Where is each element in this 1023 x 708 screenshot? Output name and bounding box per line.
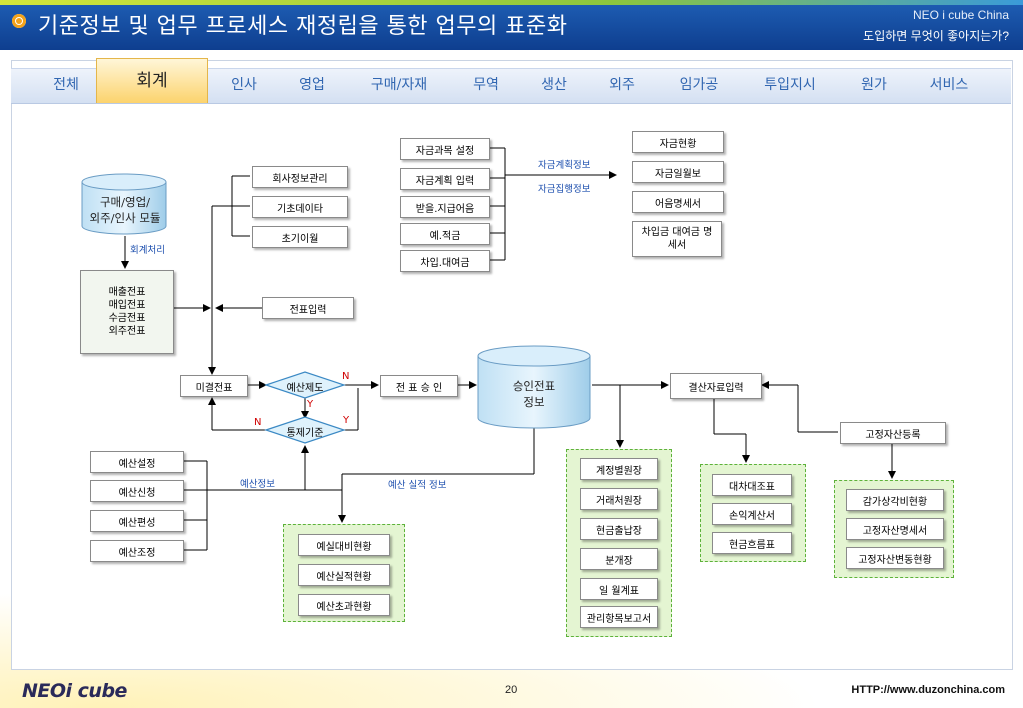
base-data-node[interactable]: 기초데이타	[252, 196, 348, 218]
tab-purchase[interactable]: 구매/자재	[370, 77, 428, 93]
slip-purchase: 매입전표	[108, 300, 146, 311]
notes-statement-node[interactable]: 어음명세서	[632, 191, 724, 213]
title-bullet-icon	[12, 14, 26, 28]
budget-actual-label: 예산 실적 정보	[388, 480, 447, 491]
source-db-line1: 구매/영업/	[99, 195, 151, 209]
tab-hr[interactable]: 인사	[231, 77, 257, 93]
closing-input-node[interactable]: 결산자료입력	[670, 373, 762, 399]
tab-trade[interactable]: 무역	[473, 77, 499, 93]
flag-n-top: N	[342, 371, 350, 382]
tab-processing[interactable]: 임가공	[679, 77, 719, 93]
slip-collection: 수금전표	[108, 313, 146, 324]
notes-node[interactable]: 받을.지급어음	[400, 196, 490, 218]
page-subtitle: 도입하면 무엇이 좋아지는가?	[863, 29, 1009, 43]
slip-input-node[interactable]: 전표입력	[262, 297, 354, 319]
loans-node[interactable]: 차입.대여금	[400, 250, 490, 272]
product-name: NEO i cube China	[912, 8, 1009, 22]
fund-plan-info-label: 자금계획정보	[538, 160, 591, 171]
edge-label-accounting: 회계처리	[130, 245, 165, 256]
fixed-asset-change-node[interactable]: 고정자산변동현황	[846, 547, 944, 569]
budget-setup-node[interactable]: 예산설정	[90, 451, 184, 473]
fund-daily-node[interactable]: 자금일월보	[632, 161, 724, 183]
slip-sales: 매출전표	[108, 287, 146, 298]
budget-request-node[interactable]: 예산신청	[90, 480, 184, 502]
approved-db-line1: 승인전표	[512, 379, 556, 393]
approved-db-line2: 정보	[523, 395, 545, 409]
tab-accounting[interactable]: 회계	[96, 58, 208, 103]
tab-outsourcing[interactable]: 외주	[609, 77, 635, 93]
loan-statement-node[interactable]: 차입금 대여금 명세서	[632, 221, 722, 257]
tab-service[interactable]: 서비스	[929, 77, 969, 93]
fund-status-node[interactable]: 자금현황	[632, 131, 724, 153]
ledger-reports-group	[566, 449, 672, 637]
income-statement-node[interactable]: 손익계산서	[712, 503, 792, 525]
slips-box: 매출전표 매입전표 수금전표 외주전표	[80, 270, 174, 354]
budget-actual-status-node[interactable]: 예산실적현황	[298, 564, 390, 586]
fixed-asset-statement-node[interactable]: 고정자산명세서	[846, 518, 944, 540]
budget-info-label: 예산정보	[240, 479, 275, 490]
tab-cost[interactable]: 원가	[861, 77, 887, 93]
journal-node[interactable]: 분개장	[580, 548, 658, 570]
tab-production[interactable]: 생산	[541, 77, 567, 93]
budget-adjust-node[interactable]: 예산조정	[90, 540, 184, 562]
approved-slip-db: 승인전표 정보	[478, 378, 590, 410]
fund-item-setup-node[interactable]: 자금과목 설정	[400, 138, 490, 160]
budget-control-decision: 예산제도	[286, 383, 324, 394]
budget-vs-actual-node[interactable]: 예실대비현황	[298, 534, 390, 556]
budget-formation-node[interactable]: 예산편성	[90, 510, 184, 532]
depreciation-node[interactable]: 감가상각비현황	[846, 489, 944, 511]
cash-flow-node[interactable]: 현금흐름표	[712, 532, 792, 554]
deposits-node[interactable]: 예.적금	[400, 223, 490, 245]
fixed-asset-register-node[interactable]: 고정자산등록	[840, 422, 946, 444]
budget-excess-node[interactable]: 예산초과현황	[298, 594, 390, 616]
account-ledger-node[interactable]: 계정별원장	[580, 458, 658, 480]
tab-sales[interactable]: 영업	[299, 77, 325, 93]
source-db-line2: 외주/인사 모듈	[89, 211, 161, 225]
slip-outsourcing: 외주전표	[108, 326, 146, 337]
neo-icube-logo: NEOi cube	[22, 680, 127, 702]
flag-y-top: Y	[307, 399, 314, 410]
flag-n-bottom: N	[254, 417, 262, 428]
customer-ledger-node[interactable]: 거래처원장	[580, 488, 658, 510]
company-info-node[interactable]: 회사정보관리	[252, 166, 348, 188]
fund-exec-info-label: 자금집행정보	[538, 184, 591, 195]
tab-work-order[interactable]: 투입지시	[764, 77, 816, 93]
control-standard-decision: 통제기준	[286, 428, 324, 439]
tab-all[interactable]: 전체	[53, 77, 79, 93]
source-modules-db: 구매/영업/ 외주/인사 모듈	[82, 194, 168, 226]
unapproved-slip-node[interactable]: 미결전표	[180, 375, 248, 397]
header-bar: 기준정보 및 업무 프로세스 재정립을 통한 업무의 표준화 NEO i cub…	[0, 0, 1023, 50]
opening-balance-node[interactable]: 초기이월	[252, 226, 348, 248]
flag-y-bottom: Y	[343, 415, 350, 426]
page-title: 기준정보 및 업무 프로세스 재정립을 통한 업무의 표준화	[38, 14, 568, 39]
daily-monthly-node[interactable]: 일 월계표	[580, 578, 658, 600]
approve-slip-node[interactable]: 전 표 승 인	[380, 375, 458, 397]
fund-plan-input-node[interactable]: 자금계획 입력	[400, 168, 490, 190]
cash-book-node[interactable]: 현금출납장	[580, 518, 658, 540]
mgmt-item-report-node[interactable]: 관리항목보고서	[580, 606, 658, 628]
balance-sheet-node[interactable]: 대차대조표	[712, 474, 792, 496]
page-number: 20	[505, 684, 518, 696]
footer-url[interactable]: HTTP://www.duzonchina.com	[851, 684, 1005, 696]
header-stripe	[0, 0, 1023, 5]
